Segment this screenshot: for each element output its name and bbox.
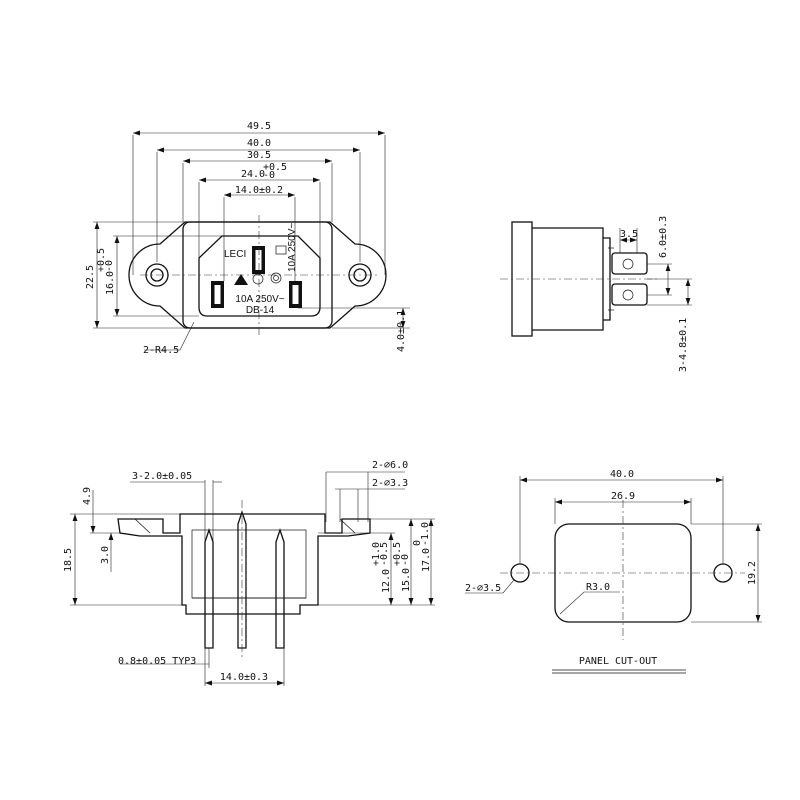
dim-slot-width: 3-2.0±0.05 bbox=[132, 471, 192, 482]
dim-mount-hole-dia: 2-⌀6.0 bbox=[372, 460, 408, 471]
dim-flange-thickness: 4.9 bbox=[82, 487, 93, 505]
side-terminal-upper-hole bbox=[622, 258, 634, 270]
side-view: 3.5 6.0±0.3 3-4.8±0.1 bbox=[500, 216, 692, 372]
dim-inner-width-tol-lower: -0 bbox=[263, 170, 275, 181]
dim-inner-width-base: 24.0 bbox=[241, 169, 265, 180]
dim-cutout-hole-dia: 2-⌀3.5 bbox=[465, 583, 501, 594]
section-pin-right bbox=[275, 527, 285, 649]
dim-total-height-tol-upper: 0 bbox=[412, 540, 423, 546]
dim-pin-height-base: 12.0 bbox=[381, 569, 392, 593]
section-view: 3-2.0±0.05 2-⌀6.0 2-⌀3.3 18.5 4.9 3.0 12… bbox=[63, 460, 435, 686]
dim-inner-width-tol-upper: +0.5 bbox=[263, 162, 287, 173]
dim-terminal-pitch: 6.0±0.3 bbox=[658, 216, 669, 258]
section-cavity bbox=[191, 529, 307, 599]
dim-corner-radius: 2-R4.5 bbox=[143, 345, 179, 356]
front-model-text: DB-14 bbox=[246, 305, 275, 316]
front-approval-mark-icon bbox=[275, 245, 287, 255]
dim-total-height-tol-lower: -1.0 bbox=[420, 522, 431, 546]
dim-cutout-corner-radius: R3.0 bbox=[586, 582, 610, 593]
dim-pin-spacing: 14.0±0.2 bbox=[235, 185, 283, 196]
dim-inner-height-tol-lower: -0 bbox=[104, 260, 115, 272]
dim-overall-width: 49.5 bbox=[247, 121, 271, 132]
section-left-flange-cut bbox=[134, 518, 151, 534]
dim-body-height-tol-lower: -0 bbox=[400, 554, 411, 566]
dim-opening-width: 26.9 bbox=[611, 491, 635, 502]
front-ring-mark-icon-inner bbox=[273, 275, 279, 281]
front-rating-text: 10A 250V~ bbox=[235, 294, 284, 305]
dim-total-height-base: 17.0 bbox=[421, 548, 432, 572]
section-pin-left bbox=[204, 527, 214, 649]
dim-body-width: 30.5 bbox=[247, 150, 271, 161]
cutout-title: PANEL CUT-OUT bbox=[579, 656, 657, 667]
front-view: LECI 10A 250V~ DB-14 10A 250V~ 49.5 40.0… bbox=[85, 121, 410, 356]
side-terminal-upper bbox=[611, 252, 648, 275]
dim-flange-offset: 3.0 bbox=[100, 546, 111, 564]
dim-overall-depth: 18.5 bbox=[63, 548, 74, 572]
front-triangle-mark-icon bbox=[234, 274, 248, 285]
cutout-view: 40.0 26.9 19.2 2-⌀3.5 R3.0 PANEL CUT-OUT bbox=[465, 469, 762, 674]
dim-inner-height-tol-upper: +0.5 bbox=[96, 248, 107, 272]
section-pin-middle bbox=[237, 509, 247, 649]
side-terminal-lower-hole bbox=[622, 289, 634, 301]
dim-opening-height: 19.2 bbox=[747, 561, 758, 585]
dim-terminal-offset: 3-4.8±0.1 bbox=[678, 318, 689, 372]
dim-hole-spacing: 40.0 bbox=[247, 138, 271, 149]
dim-mount-hole-thru: 2-⌀3.3 bbox=[372, 478, 408, 489]
side-terminal-lower bbox=[611, 283, 648, 306]
dim-terminal-width: 3.5 bbox=[620, 229, 638, 240]
side-rear-step bbox=[603, 237, 611, 321]
front-pin-right-hole bbox=[292, 285, 299, 304]
front-small-rating-text: 10A 250V~ bbox=[287, 223, 298, 272]
front-pin-left-hole bbox=[214, 285, 221, 304]
dim-body-height-base: 15.0 bbox=[401, 568, 412, 592]
dim-bottom-offset: 4.0±0.1 bbox=[396, 310, 407, 352]
front-ring-mark-icon bbox=[270, 272, 282, 284]
dim-section-pin-spacing: 14.0±0.3 bbox=[220, 672, 268, 683]
section-right-flange-cut bbox=[339, 518, 356, 534]
dim-cutout-hole-spacing: 40.0 bbox=[610, 469, 634, 480]
dim-inner-height-base: 16.0 bbox=[105, 271, 116, 295]
front-ce-mark-icon bbox=[252, 273, 264, 285]
front-brand-text: LECI bbox=[224, 249, 246, 260]
section-outline bbox=[117, 513, 371, 615]
dim-pin-height-tol-lower: -0.5 bbox=[379, 542, 390, 566]
dim-pin-height-tol-upper: +1.0 bbox=[371, 542, 382, 566]
dim-body-height-tol-upper: +0.5 bbox=[392, 542, 403, 566]
front-pin-earth-hole bbox=[255, 250, 262, 270]
dim-pin-thickness: 0.8±0.05 TYP3 bbox=[118, 656, 196, 667]
dim-overall-height: 22.5 bbox=[85, 265, 96, 289]
front-flange-outline bbox=[128, 221, 387, 329]
